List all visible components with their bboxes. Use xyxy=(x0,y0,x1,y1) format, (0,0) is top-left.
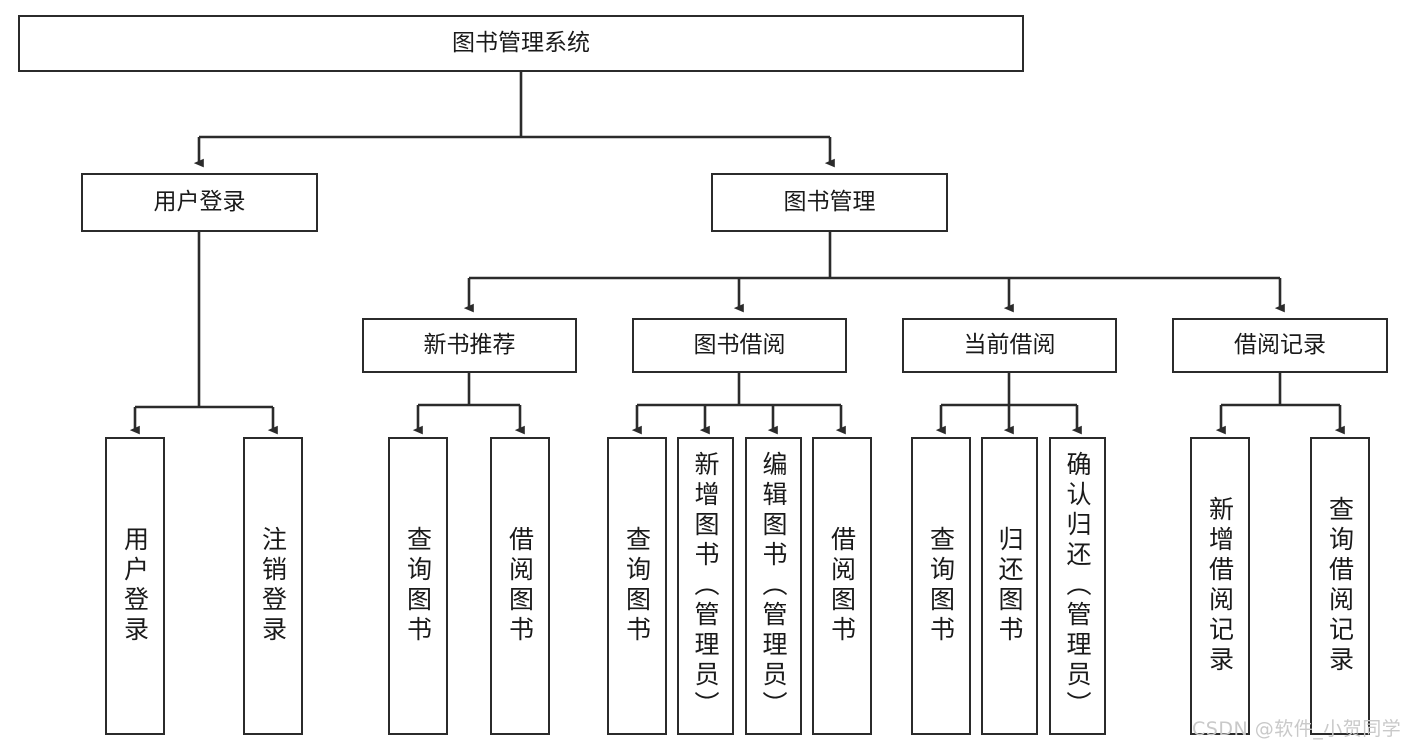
node-leaf-query-book-2-label: 查询图书 xyxy=(622,526,652,646)
node-user-login[interactable]: 用户登录 xyxy=(81,173,318,232)
node-leaf-query-book-2[interactable]: 查询图书 xyxy=(607,437,667,735)
node-leaf-borrow-book-2[interactable]: 借阅图书 xyxy=(812,437,872,735)
node-leaf-query-book-1[interactable]: 查询图书 xyxy=(388,437,448,735)
node-leaf-logout-login[interactable]: 注销登录 xyxy=(243,437,303,735)
node-leaf-confirm-return-label: 确认归还（管理员） xyxy=(1063,451,1092,721)
node-borrow-record[interactable]: 借阅记录 xyxy=(1172,318,1388,373)
node-book-borrow[interactable]: 图书借阅 xyxy=(632,318,847,373)
node-leaf-edit-book[interactable]: 编辑图书（管理员） xyxy=(745,437,802,735)
node-user-login-label: 用户登录 xyxy=(153,189,246,216)
node-book-borrow-label: 图书借阅 xyxy=(693,332,786,359)
node-leaf-edit-book-label: 编辑图书（管理员） xyxy=(759,451,788,721)
node-root[interactable]: 图书管理系统 xyxy=(18,15,1024,72)
node-leaf-user-login-label: 用户登录 xyxy=(120,526,150,646)
node-leaf-user-login[interactable]: 用户登录 xyxy=(105,437,165,735)
node-leaf-borrow-book-1-label: 借阅图书 xyxy=(505,526,535,646)
node-book-management-label: 图书管理 xyxy=(783,189,876,216)
node-leaf-borrow-book-2-label: 借阅图书 xyxy=(827,526,857,646)
node-leaf-query-record-label: 查询借阅记录 xyxy=(1325,496,1355,676)
node-new-book-recommend[interactable]: 新书推荐 xyxy=(362,318,577,373)
node-book-management[interactable]: 图书管理 xyxy=(711,173,948,232)
node-leaf-return-book-label: 归还图书 xyxy=(995,526,1024,646)
node-leaf-query-book-3-label: 查询图书 xyxy=(926,526,956,646)
node-leaf-return-book[interactable]: 归还图书 xyxy=(981,437,1038,735)
node-current-borrow-label: 当前借阅 xyxy=(963,332,1056,359)
csdn-watermark: CSDN @软件_小贺同学 xyxy=(1192,718,1402,740)
node-leaf-add-record[interactable]: 新增借阅记录 xyxy=(1190,437,1250,735)
node-leaf-add-book[interactable]: 新增图书（管理员） xyxy=(677,437,734,735)
node-root-label: 图书管理系统 xyxy=(452,30,590,57)
node-leaf-add-book-label: 新增图书（管理员） xyxy=(691,451,720,721)
node-leaf-confirm-return[interactable]: 确认归还（管理员） xyxy=(1049,437,1106,735)
node-leaf-borrow-book-1[interactable]: 借阅图书 xyxy=(490,437,550,735)
node-new-book-recommend-label: 新书推荐 xyxy=(423,332,516,359)
node-leaf-query-book-3[interactable]: 查询图书 xyxy=(911,437,971,735)
node-borrow-record-label: 借阅记录 xyxy=(1234,332,1326,359)
node-leaf-logout-login-label: 注销登录 xyxy=(258,526,288,646)
node-leaf-query-book-1-label: 查询图书 xyxy=(403,526,433,646)
node-current-borrow[interactable]: 当前借阅 xyxy=(902,318,1117,373)
node-leaf-query-record[interactable]: 查询借阅记录 xyxy=(1310,437,1370,735)
node-leaf-add-record-label: 新增借阅记录 xyxy=(1205,496,1235,676)
